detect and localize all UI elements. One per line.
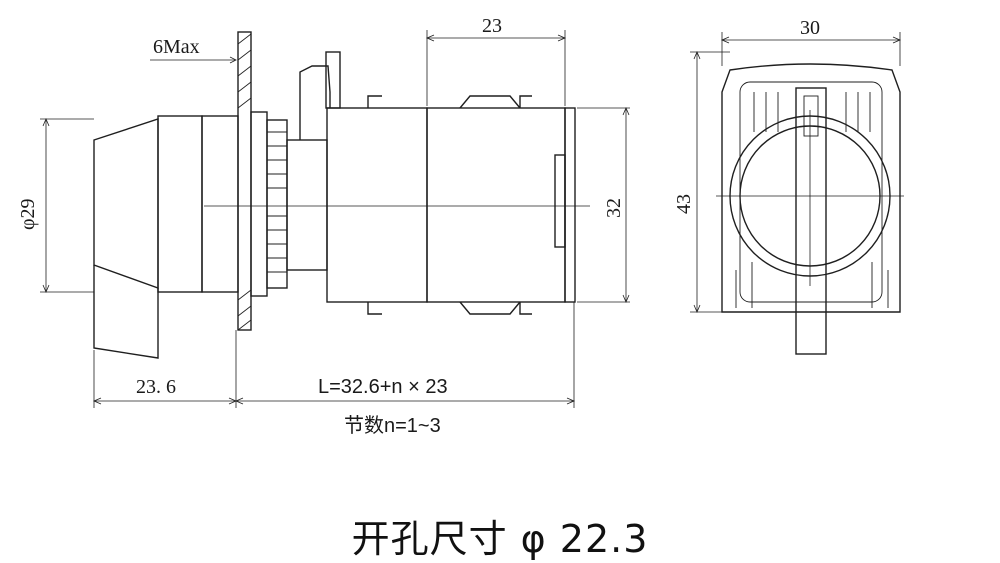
nut-thread — [267, 131, 287, 273]
mounting-hole-caption: 开孔尺寸 φ 22.3 — [351, 517, 649, 561]
adaptor — [286, 139, 328, 271]
contact-module-1 — [326, 107, 428, 303]
end-cap — [564, 107, 576, 303]
bezel — [157, 115, 203, 293]
dim-front-width: 30 — [800, 17, 820, 39]
dim-sections: 节数n=1~3 — [344, 414, 441, 437]
mounting-nut — [250, 111, 268, 297]
dim-panel-max: 6Max — [153, 36, 200, 58]
dim-body-height: 32 — [603, 198, 625, 218]
side-dimensions: 6Max φ29 23 32 23. 6 L=32.6+n × 23 节数 — [17, 15, 630, 437]
selector-lever — [795, 87, 827, 355]
dim-module-width: 23 — [482, 15, 502, 37]
panel-hatch — [237, 33, 252, 331]
side-view — [93, 31, 590, 359]
front-dimensions: 30 43 — [673, 17, 902, 314]
front-housing — [721, 63, 901, 313]
dim-length-formula: L=32.6+n × 23 — [318, 376, 448, 398]
dim-diameter: φ29 — [17, 198, 39, 230]
knob-cap — [93, 118, 159, 289]
panel-plate — [237, 31, 252, 331]
top-ribs — [753, 92, 871, 132]
latch-bracket — [299, 65, 331, 140]
front-view — [716, 63, 904, 355]
contact-module-2 — [426, 107, 566, 303]
dim-front-height: 43 — [673, 194, 695, 214]
dim-knob-depth: 23. 6 — [136, 376, 176, 398]
